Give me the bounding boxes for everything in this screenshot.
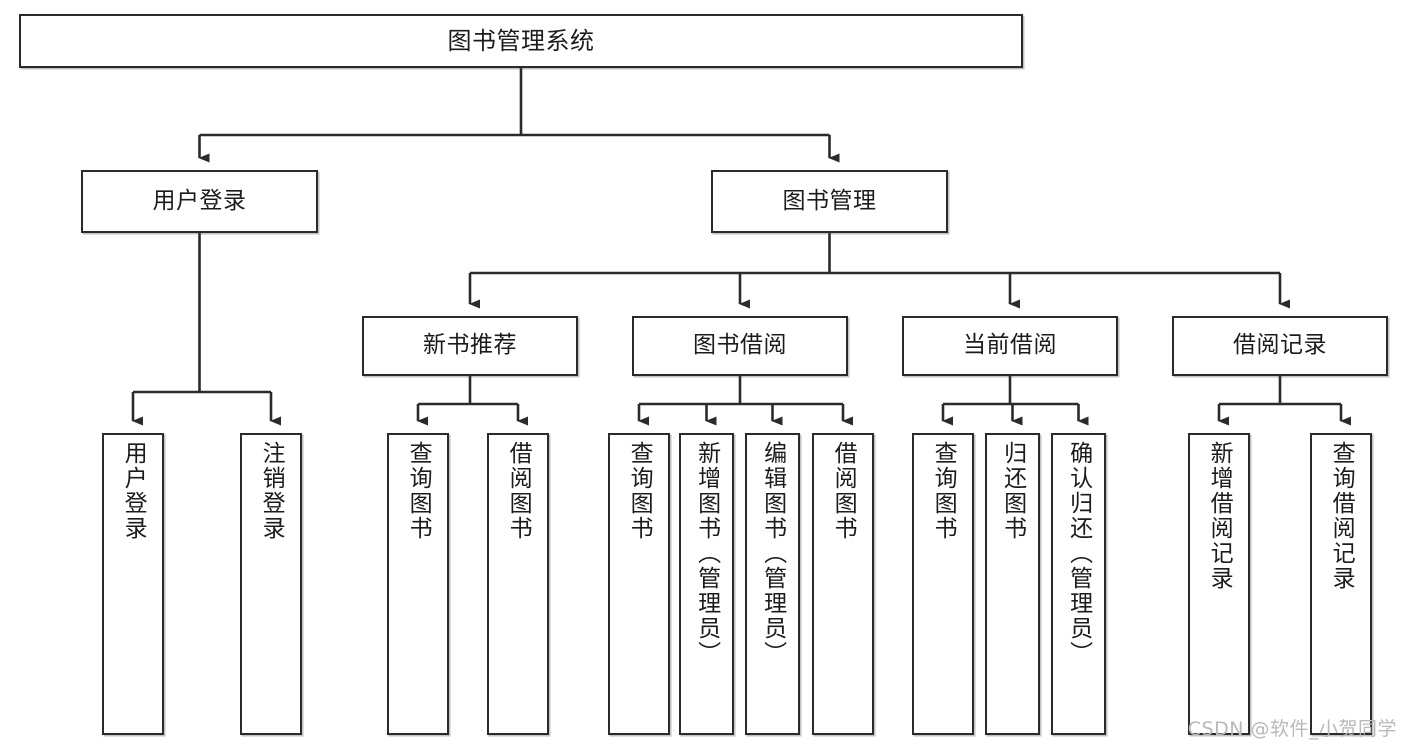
node-label: 查询图书 xyxy=(930,441,957,541)
node-root-system[interactable]: 图书管理系统 xyxy=(19,14,1023,68)
leaf-query-book-1[interactable]: 查询图书 xyxy=(387,433,449,735)
leaf-borrow-book-1[interactable]: 借阅图书 xyxy=(487,433,549,735)
leaf-edit-book-admin[interactable]: 编辑图书（管理员） xyxy=(745,433,800,735)
leaf-confirm-return-admin[interactable]: 确认归还（管理员） xyxy=(1051,433,1106,735)
node-label: 注销登录 xyxy=(258,441,285,541)
node-label: 当前借阅 xyxy=(963,332,1057,359)
leaf-user-login[interactable]: 用户登录 xyxy=(102,433,164,735)
leaf-return-book[interactable]: 归还图书 xyxy=(985,433,1040,735)
node-label: 图书借阅 xyxy=(693,332,787,359)
node-label: 用户登录 xyxy=(152,187,247,214)
leaf-logout[interactable]: 注销登录 xyxy=(240,433,302,735)
node-new-book-recommend[interactable]: 新书推荐 xyxy=(362,316,578,376)
node-label: 借阅图书 xyxy=(830,441,857,541)
leaf-add-book-admin[interactable]: 新增图书（管理员） xyxy=(679,433,734,735)
node-label: 查询借阅记录 xyxy=(1328,441,1355,591)
node-user-login[interactable]: 用户登录 xyxy=(81,170,318,233)
node-label: 借阅图书 xyxy=(505,441,532,541)
leaf-query-book-2[interactable]: 查询图书 xyxy=(608,433,670,735)
csdn-watermark: CSDN @软件_小贺同学 xyxy=(1187,718,1397,740)
leaf-query-book-3[interactable]: 查询图书 xyxy=(912,433,974,735)
node-label: 新增借阅记录 xyxy=(1206,441,1233,591)
node-borrow-record[interactable]: 借阅记录 xyxy=(1172,316,1388,376)
node-label: 归还图书 xyxy=(999,441,1026,541)
leaf-borrow-book-2[interactable]: 借阅图书 xyxy=(812,433,874,735)
node-label: 图书管理 xyxy=(782,187,877,214)
node-label: 新增图书（管理员） xyxy=(693,441,720,666)
leaf-query-borrow-record[interactable]: 查询借阅记录 xyxy=(1310,433,1372,735)
node-label: 用户登录 xyxy=(120,441,147,541)
node-label: 确认归还（管理员） xyxy=(1065,441,1092,666)
node-label: 新书推荐 xyxy=(423,332,517,359)
node-book-manage[interactable]: 图书管理 xyxy=(711,170,948,233)
node-label: 查询图书 xyxy=(405,441,432,541)
node-label: 查询图书 xyxy=(626,441,653,541)
node-label: 图书管理系统 xyxy=(447,26,595,55)
node-current-borrow[interactable]: 当前借阅 xyxy=(902,316,1118,376)
node-label: 借阅记录 xyxy=(1233,332,1327,359)
node-label: 编辑图书（管理员） xyxy=(759,441,786,666)
leaf-add-borrow-record[interactable]: 新增借阅记录 xyxy=(1188,433,1250,735)
node-book-borrow[interactable]: 图书借阅 xyxy=(632,316,848,376)
